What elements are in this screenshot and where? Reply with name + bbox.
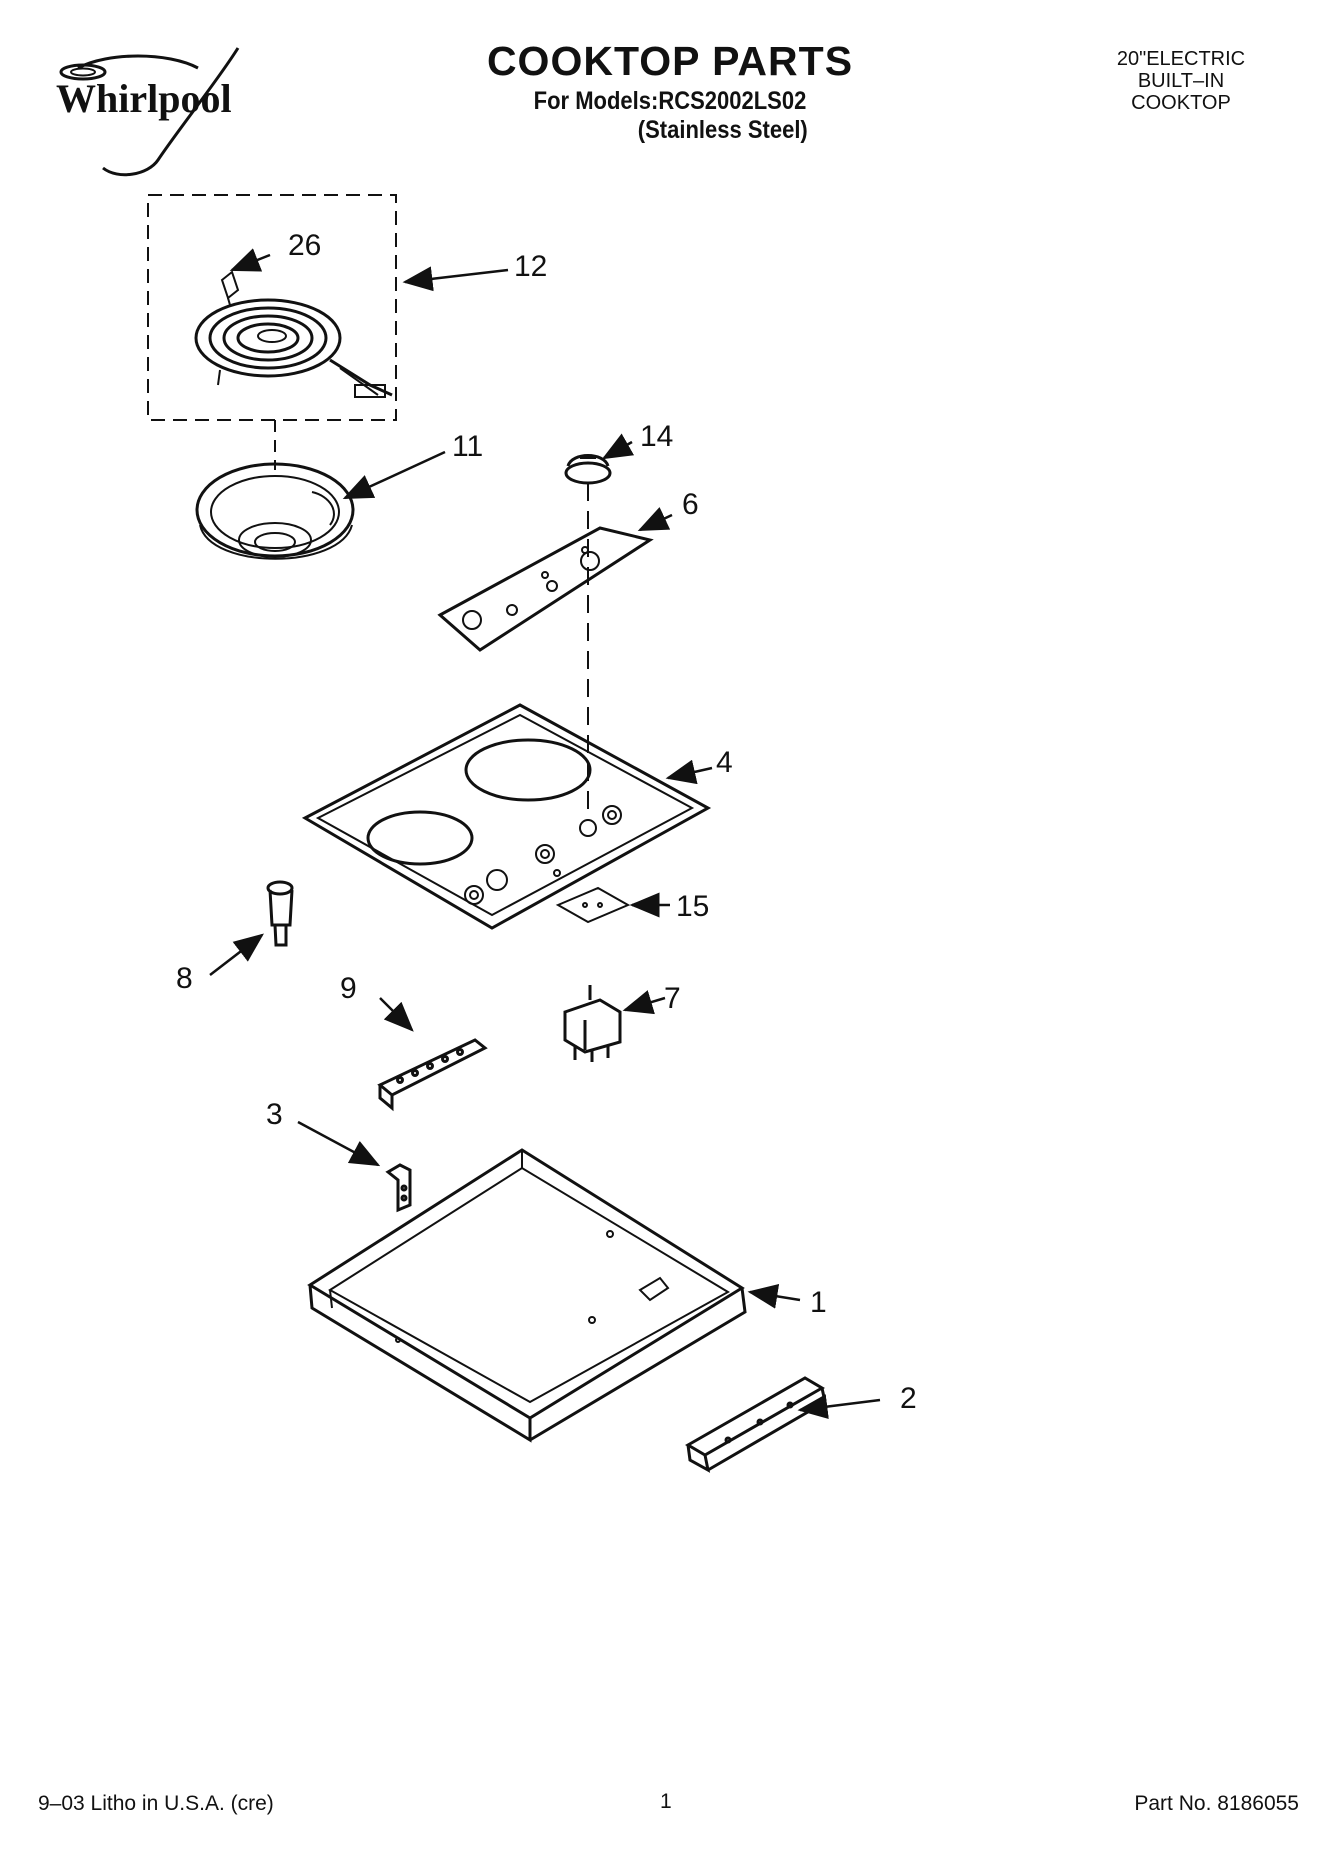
callout-7: 7 bbox=[664, 982, 681, 1015]
callout-3: 3 bbox=[266, 1098, 283, 1131]
leader-arrows bbox=[209, 248, 881, 1419]
litho-note: 9–03 Litho in U.S.A. (cre) bbox=[38, 1792, 274, 1815]
callout-26: 26 bbox=[288, 229, 321, 262]
product-line-2: BUILT–IN bbox=[1137, 70, 1225, 92]
terminal-clip bbox=[220, 270, 240, 306]
callout-1: 1 bbox=[810, 1286, 827, 1319]
callout-9: 9 bbox=[340, 972, 357, 1005]
callout-8: 8 bbox=[176, 962, 193, 995]
callout-14: 14 bbox=[640, 420, 673, 453]
drip-bowl bbox=[195, 462, 355, 560]
terminal-block bbox=[685, 1376, 827, 1473]
burner-box bbox=[307, 1148, 747, 1443]
mounting-bracket bbox=[377, 1038, 488, 1112]
callout-15: 15 bbox=[676, 890, 709, 923]
product-line-1: 20"ELECTRIC bbox=[1116, 48, 1246, 70]
corner-bracket bbox=[385, 1163, 412, 1213]
control-panel bbox=[437, 526, 654, 652]
control-knob bbox=[564, 454, 612, 485]
element-assembly-box bbox=[147, 194, 397, 421]
callout-6: 6 bbox=[682, 488, 699, 521]
callout-4: 4 bbox=[716, 746, 733, 779]
surface-element bbox=[194, 298, 393, 398]
callout-2: 2 bbox=[900, 1382, 917, 1415]
switch-insulator bbox=[555, 886, 631, 924]
cooktop-top bbox=[301, 703, 712, 930]
indicator-light bbox=[266, 880, 294, 947]
models-line: For Models:RCS2002LS02 bbox=[533, 87, 807, 115]
logo-wordmark: Whirlpool bbox=[56, 76, 232, 121]
page-number: 1 bbox=[660, 1790, 672, 1813]
product-line-3: COOKTOP bbox=[1131, 92, 1231, 114]
page-title: COOKTOP PARTS bbox=[486, 38, 854, 84]
whirlpool-logo: Whirlpool bbox=[56, 47, 240, 177]
callout-12: 12 bbox=[514, 250, 547, 283]
product-description: 20"ELECTRIC BUILT–IN COOKTOP bbox=[1081, 48, 1281, 114]
part-number: Part No. 8186055 bbox=[1134, 1792, 1299, 1815]
title-block: COOKTOP PARTS For Models:RCS2002LS02 (St… bbox=[420, 38, 920, 145]
finish-line: (Stainless Steel) bbox=[637, 116, 808, 144]
infinite-switch bbox=[563, 985, 622, 1062]
callout-11: 11 bbox=[452, 430, 483, 463]
